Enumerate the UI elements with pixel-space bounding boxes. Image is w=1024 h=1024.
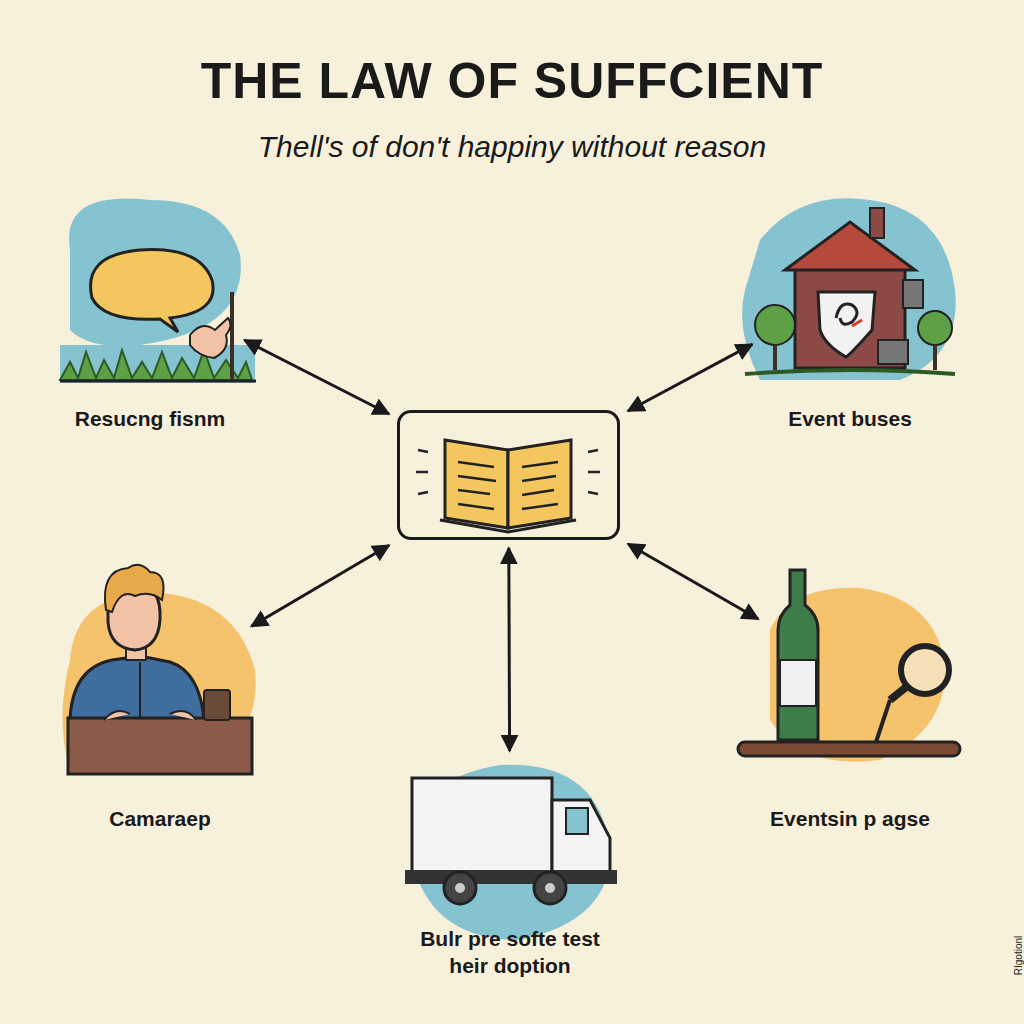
double-arrow — [251, 545, 389, 626]
book-illustration — [416, 440, 600, 532]
double-arrow — [628, 544, 758, 619]
double-arrow — [628, 344, 752, 411]
topic-node: Bulr pre softe test heir doption — [415, 757, 605, 947]
truck-illustration — [405, 765, 617, 940]
topic-node: Eventsin p agse — [750, 572, 950, 772]
node-label: Resucng fisnm — [20, 405, 280, 432]
tools-illustration — [738, 570, 960, 762]
node-label: Bulr pre softe test heir doption — [408, 925, 613, 980]
node-label: Event buses — [720, 405, 980, 432]
subtitle: Thell's of don't happiny without reason — [0, 130, 1024, 164]
node-label: Eventsin p agse — [720, 805, 980, 832]
person-illustration — [63, 565, 256, 774]
double-arrow — [507, 548, 511, 751]
speech-illustration — [60, 199, 256, 383]
watermark: RIgotionl — [1013, 936, 1024, 975]
house-illustration — [742, 198, 956, 380]
topic-node: Event buses — [745, 187, 955, 397]
center-box — [397, 410, 620, 540]
double-arrow — [244, 340, 389, 414]
diagram-title: THE LAW OF SUFFCIENT — [0, 52, 1024, 110]
topic-node: Camaraep — [60, 580, 260, 780]
node-label: Camaraep — [30, 805, 290, 832]
topic-node: Resucng fisnm — [50, 192, 250, 392]
